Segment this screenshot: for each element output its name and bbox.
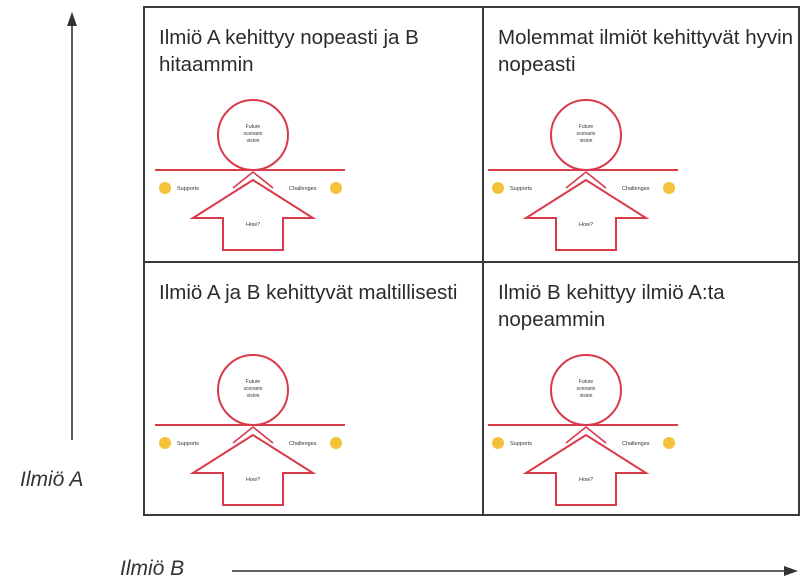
circle-text-line: scenario — [577, 386, 596, 392]
circle-text-line: Future — [246, 379, 261, 385]
how-arrow: How? — [522, 178, 650, 251]
x-axis-arrow — [232, 566, 798, 576]
vision-circle: Future scenario vision — [217, 99, 289, 171]
circle-text-line: vision — [580, 138, 593, 144]
quadrant-grid: Ilmiö A kehittyy nopeasti ja B hitaammin… — [143, 6, 800, 516]
challenges-group: Challenges — [289, 182, 342, 194]
connector-lines — [232, 425, 274, 444]
supports-group: Supports — [159, 437, 199, 449]
challenges-label: Challenges — [289, 186, 317, 192]
grid-divider-horizontal — [145, 261, 798, 263]
supports-group: Supports — [159, 182, 199, 194]
vision-circle: Future scenario vision — [550, 99, 622, 171]
vision-circle: Future scenario vision — [550, 354, 622, 426]
circle-text-line: vision — [247, 138, 260, 144]
vision-sketch: Future scenario vision Supports Challeng… — [155, 98, 355, 258]
supports-group: Supports — [492, 182, 532, 194]
smiley-icon — [159, 437, 171, 449]
challenges-label: Challenges — [622, 186, 650, 192]
circle-text-line: Future — [579, 379, 594, 385]
connector-lines — [565, 170, 607, 189]
connector-lines — [565, 425, 607, 444]
smiley-icon — [492, 182, 504, 194]
worried-face-icon — [330, 182, 342, 194]
challenges-label: Challenges — [289, 441, 317, 447]
quadrant-title: Ilmiö A kehittyy nopeasti ja B hitaammin — [159, 26, 419, 76]
challenges-group: Challenges — [622, 437, 675, 449]
smiley-icon — [159, 182, 171, 194]
quadrant-title: Molemmat ilmiöt kehittyvät hyvin nopeast… — [498, 26, 794, 76]
quadrant-title: Ilmiö A ja B kehittyvät maltillisesti — [159, 281, 458, 304]
quadrant-bottom-left: Ilmiö A ja B kehittyvät maltillisesti Fu… — [145, 263, 482, 514]
how-label: How? — [246, 222, 260, 228]
circle-text-line: vision — [580, 393, 593, 399]
worried-face-icon — [663, 182, 675, 194]
circle-text-line: scenario — [244, 386, 263, 392]
circle-text-line: Future — [579, 124, 594, 130]
how-arrow: How? — [189, 433, 317, 506]
challenges-label: Challenges — [622, 441, 650, 447]
how-label: How? — [246, 477, 260, 483]
quadrant-top-right: Molemmat ilmiöt kehittyvät hyvin nopeast… — [484, 8, 798, 261]
how-label: How? — [579, 477, 593, 483]
y-axis-label: Ilmiö A — [20, 468, 84, 491]
circle-text-line: Future — [246, 124, 261, 130]
vision-circle: Future scenario vision — [217, 354, 289, 426]
how-label: How? — [579, 222, 593, 228]
supports-label: Supports — [177, 186, 199, 192]
how-arrow: How? — [522, 433, 650, 506]
challenges-group: Challenges — [289, 437, 342, 449]
quadrant-top-left: Ilmiö A kehittyy nopeasti ja B hitaammin… — [145, 8, 482, 261]
smiley-icon — [492, 437, 504, 449]
quadrant-bottom-right: Ilmiö B kehittyy ilmiö A:ta nopeammin Fu… — [484, 263, 798, 514]
x-axis-label: Ilmiö B — [120, 557, 185, 580]
vision-sketch: Future scenario vision Supports Challeng… — [155, 353, 355, 513]
circle-text-line: scenario — [577, 131, 596, 137]
worried-face-icon — [330, 437, 342, 449]
vision-sketch: Future scenario vision Supports Challeng… — [488, 98, 688, 258]
worried-face-icon — [663, 437, 675, 449]
supports-label: Supports — [510, 441, 532, 447]
vision-sketch: Future scenario vision Supports Challeng… — [488, 353, 688, 513]
quadrant-title: Ilmiö B kehittyy ilmiö A:ta nopeammin — [498, 281, 725, 331]
circle-text-line: vision — [247, 393, 260, 399]
circle-text-line: scenario — [244, 131, 263, 137]
supports-label: Supports — [177, 441, 199, 447]
how-arrow: How? — [189, 178, 317, 251]
connector-lines — [232, 170, 274, 189]
supports-label: Supports — [510, 186, 532, 192]
supports-group: Supports — [492, 437, 532, 449]
challenges-group: Challenges — [622, 182, 675, 194]
y-axis-arrow — [67, 12, 77, 440]
